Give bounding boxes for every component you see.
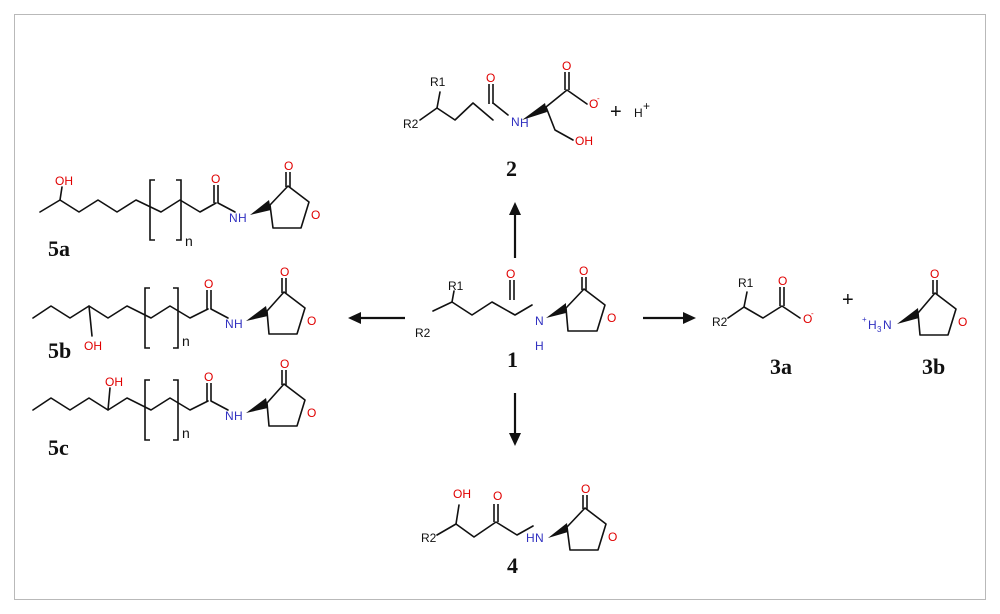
oxygen-label: O: [803, 312, 812, 326]
repeat-n-label: n: [185, 233, 193, 249]
hydrogen-label: H: [535, 339, 544, 353]
compound-2-label: 2: [506, 156, 517, 181]
nitrogen-label: N: [883, 318, 892, 332]
nitrogen-label: N: [225, 317, 234, 331]
oxygen-label: O: [958, 315, 967, 329]
oxygen-label: O: [280, 357, 289, 371]
oxygen-label: O: [307, 406, 316, 420]
compound-5c-structure: OH O N H O O n: [32, 357, 316, 441]
repeat-n-label: n: [182, 425, 190, 441]
oh-label: OH: [84, 339, 102, 353]
minus-charge: -: [811, 309, 814, 318]
hydrogen-label: H: [526, 531, 535, 545]
compound-1-label: 1: [507, 347, 518, 372]
compound-3a-label: 3a: [770, 354, 792, 379]
oh-label: OH: [575, 134, 593, 148]
oxygen-label: O: [608, 530, 617, 544]
arrow-down: [509, 393, 521, 446]
compound-4-structure: OH R2 O N H O O: [421, 482, 617, 551]
compound-5b-structure: OH O N H O O n: [32, 265, 316, 353]
plus-sign: +: [842, 289, 854, 311]
oxygen-label: O: [211, 172, 220, 186]
compound-5a-label: 5a: [48, 236, 70, 261]
oxygen-label: O: [506, 267, 515, 281]
oxygen-label: O: [284, 159, 293, 173]
oxygen-label: O: [311, 208, 320, 222]
hydrogen-label: H: [234, 409, 243, 423]
compound-3b-structure: + H 3 N O O: [862, 267, 967, 336]
nitrogen-label: N: [511, 115, 520, 129]
compound-1-structure: R1 R2 O N H O O: [415, 264, 616, 353]
compound-5c-label: 5c: [48, 435, 69, 460]
oxygen-label: O: [307, 314, 316, 328]
oh-label: OH: [55, 174, 73, 188]
plus-sign: +: [610, 101, 622, 123]
r1-label: R1: [430, 75, 446, 89]
compound-2-structure: R1 R2 O N H O O - OH: [403, 59, 600, 148]
oxygen-label: O: [493, 489, 502, 503]
nitrogen-label: N: [535, 314, 544, 328]
oxygen-label: O: [579, 264, 588, 278]
h3-label: H: [868, 318, 877, 332]
arrow-right: [643, 312, 696, 324]
oxygen-label: O: [204, 277, 213, 291]
subscript-3: 3: [877, 325, 882, 334]
compound-4-label: 4: [507, 553, 518, 578]
oxygen-label: O: [589, 97, 598, 111]
plus-charge: +: [862, 315, 867, 324]
r2-label: R2: [403, 117, 419, 131]
r1-label: R1: [448, 279, 464, 293]
r2-label: R2: [712, 315, 728, 329]
minus-charge: -: [597, 94, 600, 103]
oxygen-label: O: [607, 311, 616, 325]
proton-label: H: [634, 106, 643, 120]
nitrogen-label: N: [229, 211, 238, 225]
hydrogen-label: H: [520, 116, 529, 130]
oxygen-label: O: [280, 265, 289, 279]
oxygen-label: O: [486, 71, 495, 85]
hydrogen-label: H: [238, 211, 247, 225]
compound-3b-label: 3b: [922, 354, 945, 379]
oxygen-label: O: [930, 267, 939, 281]
compound-3a-structure: R1 R2 O O -: [712, 274, 814, 329]
oxygen-label: O: [204, 370, 213, 384]
oh-label: OH: [453, 487, 471, 501]
r2-label: R2: [421, 531, 437, 545]
oh-label: OH: [105, 375, 123, 389]
oxygen-label: O: [581, 482, 590, 496]
r2-label: R2: [415, 326, 431, 340]
proton-charge: +: [643, 99, 650, 113]
oxygen-label: O: [562, 59, 571, 73]
nitrogen-label: N: [225, 409, 234, 423]
compound-5a-structure: OH O N H O O n: [39, 159, 320, 249]
arrow-up: [509, 202, 521, 258]
oxygen-label: O: [778, 274, 787, 288]
hydrogen-label: H: [234, 317, 243, 331]
compound-5b-label: 5b: [48, 338, 71, 363]
arrow-left: [348, 312, 405, 324]
repeat-n-label: n: [182, 333, 190, 349]
r1-label: R1: [738, 276, 754, 290]
nitrogen-label: N: [535, 531, 544, 545]
